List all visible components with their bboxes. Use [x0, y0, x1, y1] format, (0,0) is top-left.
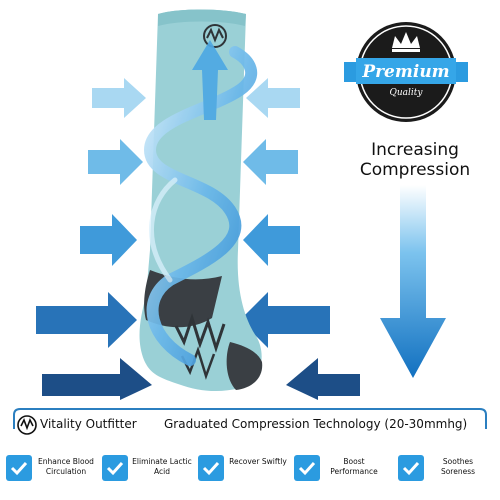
- arrow-icon: [92, 78, 146, 118]
- benefit-item: Soothes Soreness: [398, 451, 492, 495]
- benefit-item: Eliminate Lactic Acid: [102, 451, 196, 495]
- vitality-logo-icon: [203, 24, 227, 48]
- illustration: [36, 9, 446, 400]
- arrow-icon: [286, 358, 360, 400]
- benefit-label: Soothes Soreness: [440, 457, 476, 476]
- benefit-label: Recover Swiftly: [229, 457, 287, 466]
- left-compression-arrows: [36, 78, 152, 400]
- increasing-compression-title: Increasing Compression: [350, 140, 480, 180]
- check-icon: [398, 455, 424, 481]
- footer-frame: [13, 408, 487, 429]
- compression-sock: [139, 9, 263, 392]
- spiral-ribbon: [143, 40, 258, 366]
- check-icon: [6, 455, 32, 481]
- arrow-icon: [80, 214, 137, 266]
- increasing-compression-arrow: [380, 185, 446, 378]
- check-icon: [294, 455, 320, 481]
- benefit-item: Recover Swiftly: [198, 451, 292, 495]
- arrow-icon: [42, 358, 152, 400]
- brand-name: Vitality Outfitter: [40, 417, 137, 431]
- arrow-icon: [243, 214, 300, 266]
- badge-quality-label: Quality: [389, 88, 423, 98]
- benefit-label: Enhance Blood Circulation: [38, 457, 94, 476]
- arrow-icon: [88, 139, 143, 185]
- arrow-icon: [243, 139, 298, 185]
- benefit-item: Enhance Blood Circulation: [6, 451, 100, 495]
- headline-line-1: Increasing: [371, 140, 459, 160]
- right-compression-arrows: [240, 78, 360, 400]
- benefit-item: Boost Performance: [294, 451, 388, 495]
- badge-premium-label: Premium: [362, 62, 450, 82]
- check-icon: [102, 455, 128, 481]
- technology-tagline: Graduated Compression Technology (20-30m…: [164, 417, 468, 431]
- check-icon: [198, 455, 224, 481]
- arrow-icon: [36, 292, 137, 348]
- premium-badge: [344, 22, 468, 122]
- arrow-icon: [240, 292, 330, 348]
- benefit-label: Boost Performance: [330, 457, 378, 476]
- benefit-label: Eliminate Lactic Acid: [132, 457, 192, 476]
- headline-line-2: Compression: [359, 160, 471, 180]
- arrow-icon: [246, 78, 300, 118]
- crown-icon: [392, 32, 420, 52]
- vitality-logo-icon: [17, 415, 37, 435]
